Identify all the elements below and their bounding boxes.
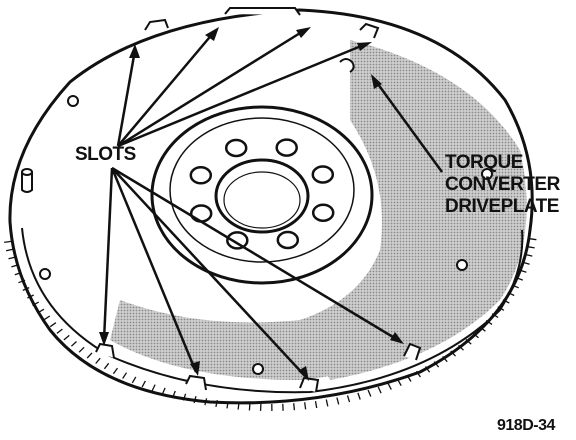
gear-tooth	[387, 383, 392, 390]
gear-tooth	[450, 350, 456, 357]
gear-tooth	[103, 362, 110, 370]
dowel-pin	[21, 168, 33, 193]
driveplate-leader-line	[373, 79, 444, 173]
gear-tooth	[325, 399, 329, 407]
slots-leader-lines-upper	[116, 28, 367, 148]
gear-tooth	[14, 271, 22, 276]
gear-tooth	[522, 261, 530, 265]
center-hub	[150, 105, 374, 285]
gear-tooth	[161, 387, 166, 395]
hub-bolt-hole	[311, 165, 335, 184]
slots-arrowheads-upper	[129, 27, 372, 58]
gear-tooth	[215, 399, 218, 408]
gear-tooth	[237, 402, 240, 410]
gear-tooth	[22, 287, 30, 291]
driveplate-arrowhead	[371, 74, 382, 89]
gear-tooth	[527, 246, 535, 249]
gear-tooth	[37, 308, 45, 314]
gear-tooth	[86, 352, 93, 359]
slots-leader-lines-lower	[102, 166, 399, 377]
gear-tooth	[43, 315, 51, 321]
gear-tooth	[141, 380, 146, 388]
gear-tooth	[182, 393, 187, 401]
gear-tooth	[122, 372, 128, 379]
gear-tooth	[4, 240, 12, 244]
gear-tooth	[63, 334, 70, 341]
hub-bolt-hole	[275, 138, 298, 157]
gear-tooth	[525, 253, 533, 257]
hub-bolt-hole	[189, 166, 213, 185]
gear-tooth	[515, 277, 524, 281]
gear-tooth	[193, 396, 197, 404]
gear-tooth	[5, 248, 14, 252]
gear-tooth	[11, 264, 19, 268]
mounting-holes	[39, 95, 493, 375]
gear-tooth	[248, 403, 251, 411]
gear-tooth	[367, 389, 372, 397]
figure-code: 918D-34	[497, 417, 555, 434]
hub-bolt-hole	[276, 230, 300, 250]
gear-tooth	[18, 279, 26, 284]
gear-tooth	[304, 402, 307, 410]
gear-tooth	[424, 366, 431, 373]
gear-tooth	[49, 322, 57, 328]
gear-tooth	[472, 332, 479, 339]
gear-tooth	[314, 400, 318, 409]
gear-tooth	[131, 376, 137, 384]
gear-tooth	[465, 339, 472, 345]
gear-tooth	[415, 370, 421, 378]
gear-tooth	[151, 384, 156, 392]
gear-tooth	[112, 367, 119, 375]
gear-tooth	[95, 357, 101, 364]
ring-gear-teeth	[4, 238, 537, 412]
gear-tooth	[70, 341, 77, 347]
gear-tooth	[406, 375, 412, 382]
gear-tooth	[346, 395, 351, 403]
gear-tooth	[357, 392, 361, 400]
gear-tooth	[293, 403, 296, 411]
gear-tooth	[32, 301, 40, 306]
gear-tooth	[27, 294, 34, 299]
gear-tooth	[519, 269, 527, 273]
top-slots	[144, 7, 380, 73]
slots-arrowheads-lower	[99, 332, 404, 381]
gear-tooth	[78, 346, 85, 353]
bottom-slots	[95, 342, 422, 393]
gear-tooth	[56, 328, 63, 334]
label-line-driveplate: DRIVEPLATE	[445, 196, 559, 217]
hub-bolt-holes	[189, 138, 335, 250]
torque-converter-driveplate-label: TORQUE CONVERTER DRIVEPLATE	[445, 152, 560, 218]
gear-tooth	[172, 390, 176, 398]
hub-bolt-hole	[311, 203, 335, 222]
label-line-torque: TORQUE	[445, 152, 523, 173]
gear-tooth	[336, 397, 340, 405]
gear-tooth	[204, 398, 208, 406]
gear-tooth	[529, 238, 537, 241]
hub-bolt-hole	[224, 138, 248, 158]
hub-bolt-hole	[189, 204, 213, 223]
rim-edge	[21, 227, 524, 394]
label-line-converter: CONVERTER	[445, 174, 560, 195]
gear-tooth	[377, 386, 382, 394]
gear-tooth	[8, 256, 16, 260]
gear-tooth	[433, 361, 440, 368]
slots-label: SLOTS	[75, 144, 136, 165]
gear-tooth	[226, 401, 229, 409]
gear-tooth	[458, 344, 464, 351]
gear-tooth	[397, 379, 402, 387]
hub-bolt-hole	[226, 231, 249, 250]
gear-tooth	[442, 356, 448, 363]
